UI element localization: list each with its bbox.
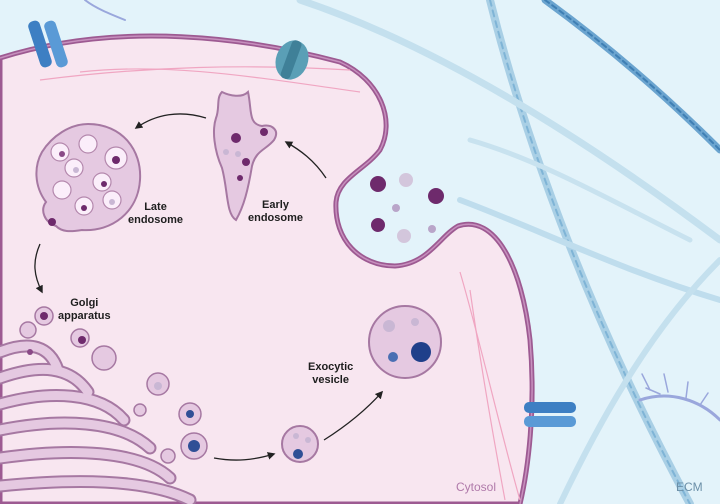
actin-filament <box>459 271 521 501</box>
early-endosome-label: Early endosome <box>248 199 303 225</box>
exocytic-vesicle-label: Exocytic vesicle <box>308 361 353 387</box>
late-endosome-label-line2: endosome <box>128 214 184 226</box>
pathway-arrows <box>34 113 384 461</box>
glycosaminoglycan-twigs <box>641 373 709 406</box>
transport-vesicle <box>281 425 319 463</box>
golgi-label-line1: Golgi <box>70 297 99 309</box>
collagen-fiber <box>557 257 720 504</box>
collagen-fiber <box>296 0 720 244</box>
membrane-channel-right <box>524 402 576 427</box>
glycosaminoglycan-branch <box>638 394 720 422</box>
glycosaminoglycan-branch <box>84 0 126 21</box>
early-endosome-label-line1: Early <box>262 199 289 211</box>
membrane-channel-top <box>275 40 309 80</box>
late-endosome <box>35 122 142 233</box>
early-endosome <box>213 90 278 222</box>
collagen-fiber <box>457 197 720 303</box>
collagen-fibers <box>84 0 720 504</box>
arrow-vesicle-to-exocytic-vesicle <box>323 390 384 441</box>
arrow-pocket-to-early-endosome <box>284 141 327 179</box>
arrow-early-to-late-endosome <box>134 113 207 129</box>
cytosol-region-label: Cytosol <box>456 480 497 494</box>
endocytic-cargo <box>370 173 444 243</box>
collagen-fiber <box>467 137 693 243</box>
ecm-region-label: ECM <box>676 480 703 494</box>
golgi-apparatus-label: Golgi apparatus <box>58 297 111 323</box>
late-endosome-label: Late endosome <box>128 201 183 227</box>
golgi-label-line2: apparatus <box>58 310 111 322</box>
exocytic-vesicle <box>368 305 442 379</box>
collagen-fiber-twist <box>489 0 691 504</box>
exocytic-vesicle-label-line2: vesicle <box>312 374 349 386</box>
collagen-fiber-twist <box>544 0 720 151</box>
early-endosome-label-line2: endosome <box>248 212 304 224</box>
arrow-late-endosome-to-golgi <box>34 243 43 294</box>
exocytic-vesicle-label-line1: Exocytic <box>308 361 354 373</box>
actin-filament <box>469 289 506 501</box>
actin-filament <box>39 66 351 81</box>
late-endosome-label-line1: Late <box>144 201 167 213</box>
cytoskeleton-fibers <box>39 66 521 501</box>
membrane-channel-left <box>28 20 68 68</box>
golgi-apparatus <box>0 306 208 504</box>
actin-filament <box>79 68 361 93</box>
arrow-golgi-to-transport-vesicle <box>213 452 276 461</box>
